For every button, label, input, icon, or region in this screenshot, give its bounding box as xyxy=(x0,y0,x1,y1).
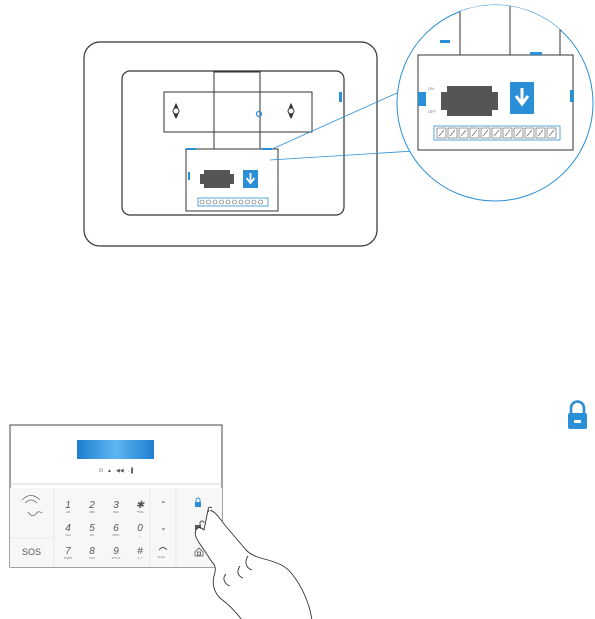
keypad-key-sublabel: WXYZ xyxy=(112,556,121,560)
magnified-view: ON OFF xyxy=(397,0,593,201)
keypad-key-sublabel: JKL xyxy=(89,533,95,537)
up-arrow-button[interactable]: ⌃ xyxy=(160,500,167,509)
pointing-hand xyxy=(195,507,312,619)
svg-text:.▐: .▐ xyxy=(128,467,133,474)
keypad-key-sublabel: DEF xyxy=(113,510,119,514)
keypad-key-sublabel: ␣ xyxy=(139,533,141,537)
svg-text:▲: ▲ xyxy=(107,468,112,474)
keypad-key-sublabel: PQRS xyxy=(64,556,73,560)
keypad-key-sublabel: TUV xyxy=(89,556,95,560)
keypad-key-sublabel: MNO xyxy=(113,533,121,537)
alarm-keypad-illustration: ⏻▲◀◀.▐ SOS 1AB2ABC3DEF✱*TFE4GHI5JKL6MNO0… xyxy=(10,402,587,619)
keypad-key-sublabel: *TFE xyxy=(137,510,144,514)
switch-label-upper: ON xyxy=(428,86,434,91)
keypad-key-sublabel: GHI xyxy=(65,533,71,537)
terminal-compartment xyxy=(186,148,278,211)
keypad-key-sublabel: #_= xyxy=(137,556,142,560)
switch-label-lower: OFF xyxy=(428,109,437,114)
keypad-key-sublabel: AB xyxy=(66,510,70,514)
svg-text:⏻: ⏻ xyxy=(99,468,103,474)
call-button-sublabel: Enter xyxy=(158,555,165,559)
svg-text:◀◀: ◀◀ xyxy=(116,468,124,474)
sos-button[interactable]: SOS xyxy=(22,547,41,557)
keypad-key-sublabel: ABC xyxy=(89,510,96,514)
lock-icon xyxy=(568,402,587,429)
status-indicators: ⏻ ▲ ◀◀ .▐ xyxy=(99,467,133,474)
panel-back-illustration: ON OFF xyxy=(84,0,593,246)
lcd-display xyxy=(77,440,154,459)
down-arrow-button[interactable]: ⌄ xyxy=(160,523,167,532)
